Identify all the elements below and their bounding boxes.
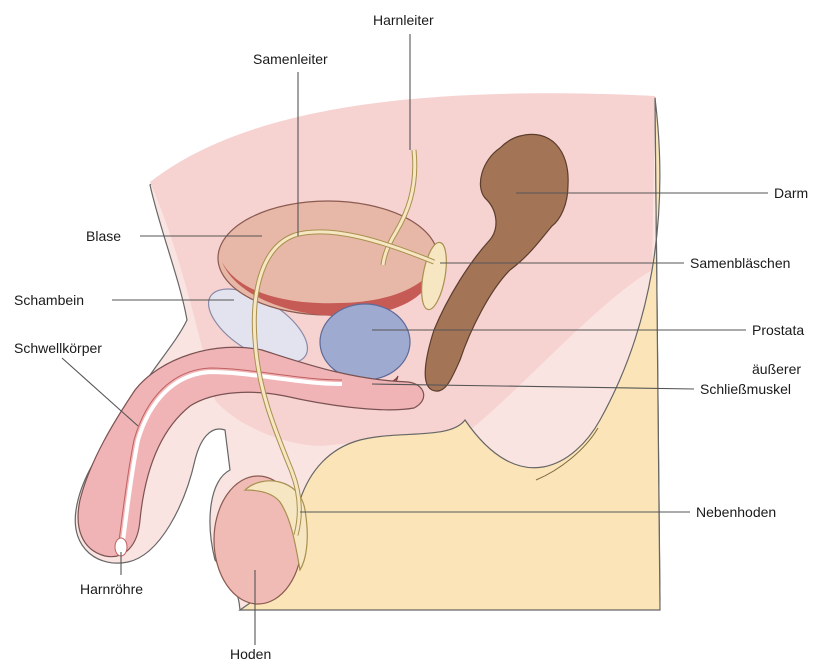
- label-schliessmuskel-line1: äußerer: [752, 361, 801, 377]
- label-nebenhoden: Nebenhoden: [696, 504, 776, 520]
- label-schliessmuskel-line2: Schließmuskel: [700, 381, 791, 397]
- label-darm: Darm: [774, 185, 808, 201]
- label-prostata: Prostata: [752, 322, 804, 338]
- label-blase: Blase: [86, 228, 121, 244]
- label-harnroehre: Harnröhre: [80, 581, 143, 597]
- label-schambein: Schambein: [14, 292, 84, 308]
- label-samenleiter: Samenleiter: [253, 51, 328, 67]
- label-harnleiter: Harnleiter: [373, 12, 434, 28]
- prostate: [320, 304, 410, 380]
- leader-schwellkoerper: [62, 358, 138, 426]
- label-schwellkoerper: Schwellkörper: [14, 340, 102, 356]
- label-hoden: Hoden: [230, 646, 271, 662]
- label-samenblaeschen: Samenbläschen: [690, 255, 790, 271]
